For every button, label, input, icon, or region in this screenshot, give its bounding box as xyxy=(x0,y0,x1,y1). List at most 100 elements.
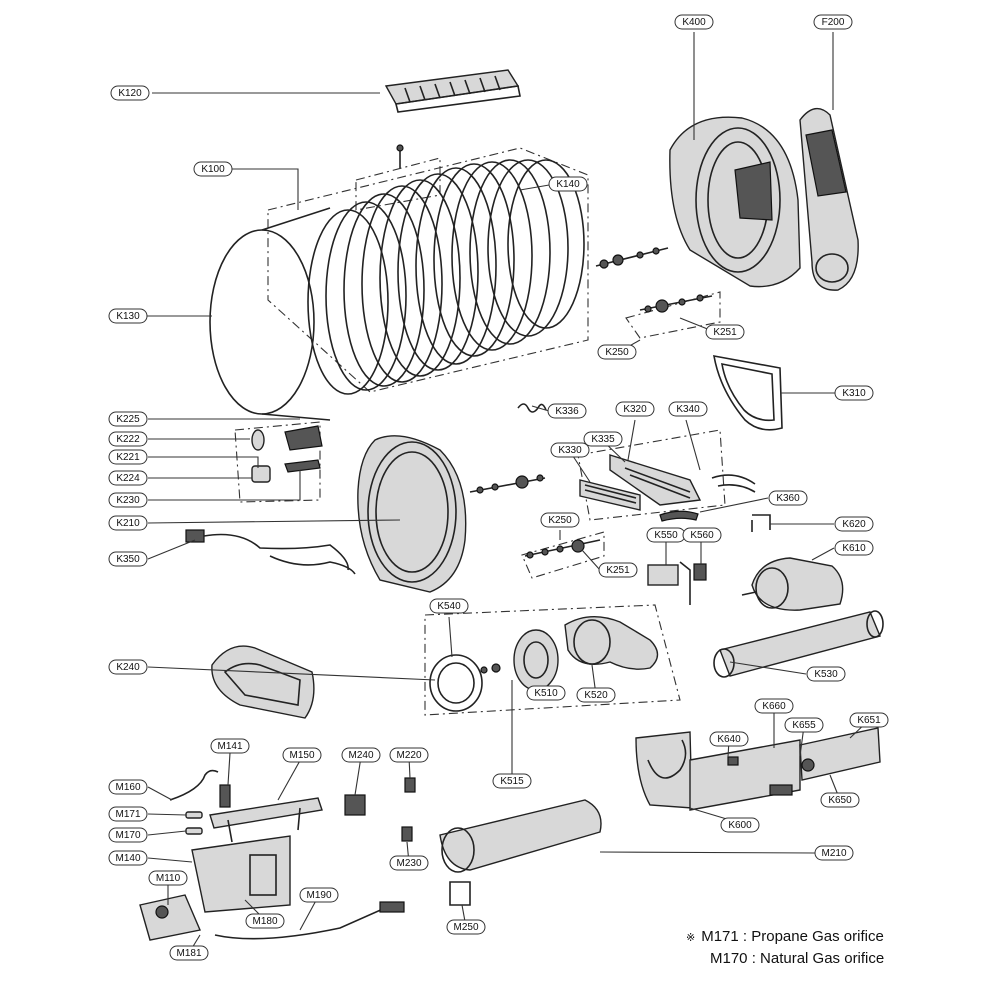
label-k640: K640 xyxy=(709,731,749,747)
label-k400: K400 xyxy=(674,14,714,30)
k620-clip-part xyxy=(751,514,771,532)
label-text: K210 xyxy=(116,518,140,529)
label-outline xyxy=(108,827,148,843)
label-text: M141 xyxy=(217,741,242,752)
k310-duct-part xyxy=(713,355,783,431)
k330-filter-slot-part xyxy=(579,479,641,511)
label-text: M110 xyxy=(156,873,181,884)
shaft-hardware-middle xyxy=(469,474,546,494)
label-outline xyxy=(108,806,148,822)
label-text: K340 xyxy=(676,404,700,415)
label-outline xyxy=(110,85,150,101)
m160-wire-part xyxy=(169,769,231,808)
label-k140: K140 xyxy=(548,176,588,192)
label-m160: M160 xyxy=(108,779,148,795)
label-m220: M220 xyxy=(389,747,429,763)
label-m240: M240 xyxy=(341,747,381,763)
label-text: K330 xyxy=(558,445,582,456)
label-k340: K340 xyxy=(668,401,708,417)
label-k350: K350 xyxy=(108,551,148,567)
label-k310: K310 xyxy=(834,385,874,401)
label-k540: K540 xyxy=(429,598,469,614)
label-text: M180 xyxy=(252,916,277,927)
label-text: M171 xyxy=(115,809,140,820)
label-text: K336 xyxy=(555,406,579,417)
label-outline xyxy=(108,431,148,447)
m170-m171-orifice-part xyxy=(185,811,203,835)
label-m181: M181 xyxy=(169,945,209,961)
k360-clip-part xyxy=(659,510,699,522)
k400-rear-panel-part xyxy=(669,116,801,288)
label-outline xyxy=(674,14,714,30)
label-text: K540 xyxy=(437,601,461,612)
label-text: K530 xyxy=(814,669,838,680)
label-text: K130 xyxy=(116,311,140,322)
label-m170: M170 xyxy=(108,827,148,843)
label-k620: K620 xyxy=(834,516,874,532)
label-outline xyxy=(834,516,874,532)
label-text: K225 xyxy=(116,414,140,425)
label-outline xyxy=(446,919,486,935)
m220-m230-sensor-part xyxy=(401,777,416,842)
label-outline xyxy=(547,403,587,419)
m190-gas-line-part xyxy=(214,901,405,940)
label-outline xyxy=(108,515,148,531)
label-text: K550 xyxy=(654,530,678,541)
m210-burner-tube-part xyxy=(439,799,602,873)
label-k660: K660 xyxy=(754,698,794,714)
k130-drum-part xyxy=(209,207,331,421)
label-outline xyxy=(282,747,322,763)
legend-note-propane: ※M171 : Propane Gas orifice xyxy=(686,928,884,945)
label-outline xyxy=(754,698,794,714)
k610-motor-part xyxy=(741,557,844,611)
label-outline xyxy=(682,527,722,543)
label-k530: K530 xyxy=(806,666,846,682)
label-text: K222 xyxy=(116,434,140,445)
label-text: M230 xyxy=(396,858,421,869)
k336-spring-part xyxy=(517,403,547,413)
label-outline xyxy=(299,887,339,903)
label-k336: K336 xyxy=(547,403,587,419)
label-text: K120 xyxy=(118,88,142,99)
label-text: M210 xyxy=(821,848,846,859)
label-k560: K560 xyxy=(682,527,722,543)
label-text: K240 xyxy=(116,662,140,673)
k510-fan-part xyxy=(480,629,559,691)
label-text: K224 xyxy=(116,473,140,484)
k320-housing-part xyxy=(609,454,702,506)
label-m150: M150 xyxy=(282,747,322,763)
label-text: K610 xyxy=(842,543,866,554)
label-text: M181 xyxy=(176,948,201,959)
label-outline xyxy=(668,401,708,417)
k650-bracket-part xyxy=(727,727,881,796)
label-text: K655 xyxy=(792,720,816,731)
label-m110: M110 xyxy=(148,870,188,886)
label-text: M190 xyxy=(306,890,331,901)
label-outline xyxy=(341,747,381,763)
label-outline xyxy=(210,738,250,754)
shaft-hardware-upper xyxy=(595,247,669,269)
label-text: M220 xyxy=(396,750,421,761)
label-text: K660 xyxy=(762,701,786,712)
label-k515: K515 xyxy=(492,773,532,789)
label-outline xyxy=(576,687,616,703)
label-outline xyxy=(705,324,745,340)
label-k600: K600 xyxy=(720,817,760,833)
label-outline xyxy=(550,442,590,458)
label-text: K400 xyxy=(682,17,706,28)
label-outline xyxy=(108,308,148,324)
label-outline xyxy=(526,685,566,701)
label-outline xyxy=(834,385,874,401)
label-text: K335 xyxy=(591,434,615,445)
label-outline xyxy=(813,14,853,30)
label-text: M240 xyxy=(348,750,373,761)
label-outline xyxy=(169,945,209,961)
k251-hardware-upper xyxy=(639,294,713,313)
label-k100: K100 xyxy=(193,161,233,177)
label-outline xyxy=(148,870,188,886)
label-outline xyxy=(709,731,749,747)
label-m171: M171 xyxy=(108,806,148,822)
label-m140: M140 xyxy=(108,850,148,866)
label-outline xyxy=(108,850,148,866)
